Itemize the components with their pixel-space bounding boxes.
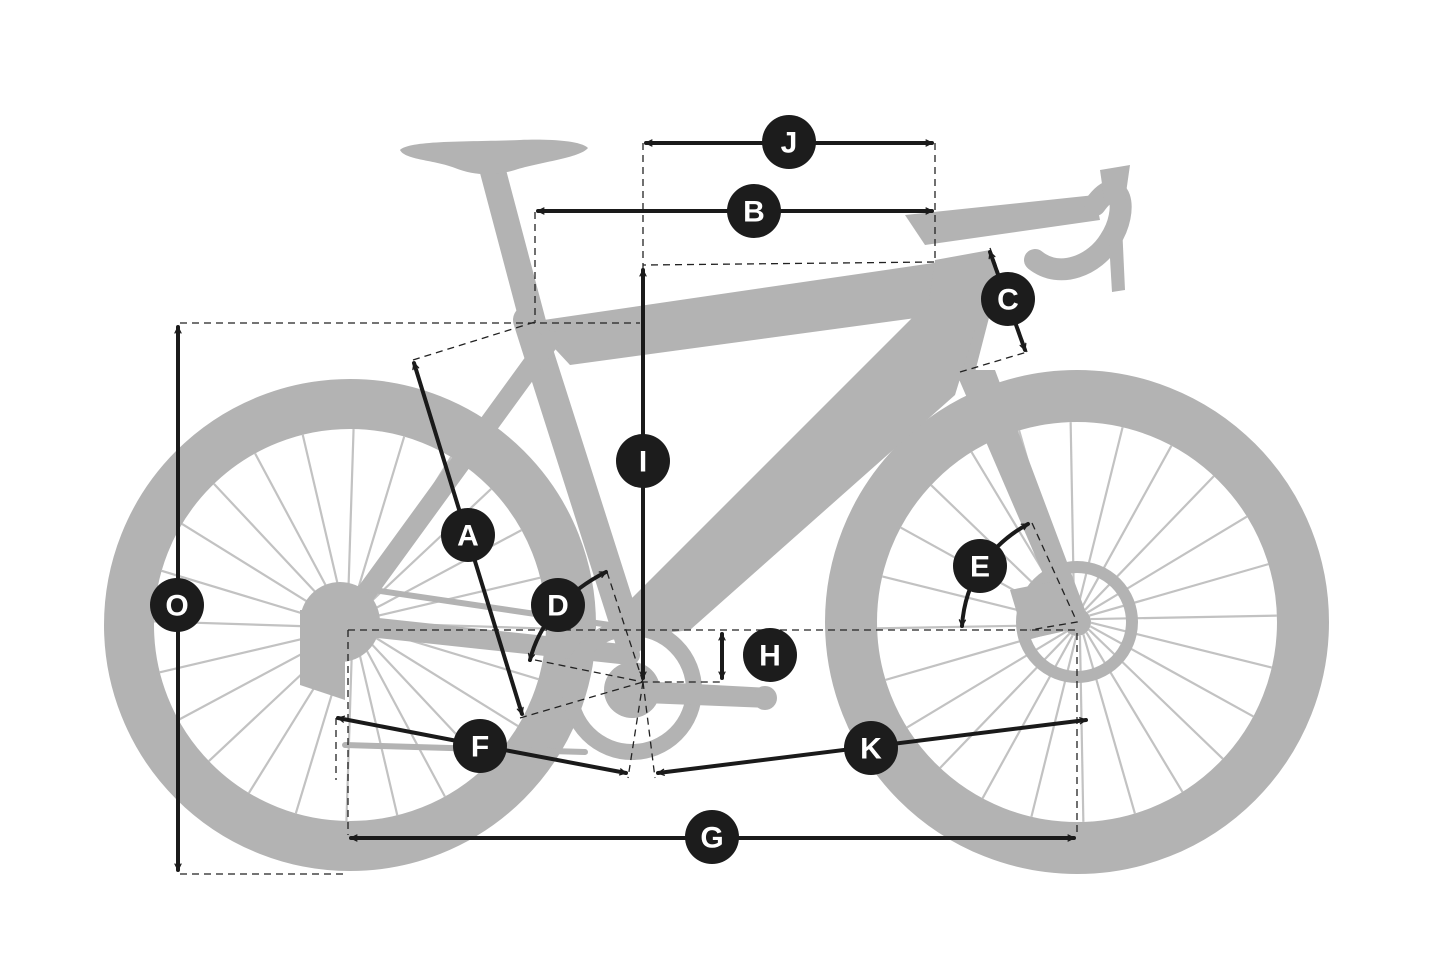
svg-text:G: G bbox=[700, 822, 723, 855]
wheel-spoke bbox=[1090, 621, 1272, 669]
badge-B: B bbox=[727, 184, 781, 238]
badge-O: O bbox=[150, 578, 204, 632]
svg-text:O: O bbox=[165, 590, 188, 623]
wheel-spoke bbox=[981, 634, 1074, 799]
wheel-spoke bbox=[350, 436, 406, 612]
wheel-spoke bbox=[1085, 631, 1184, 793]
dimension-badges: J B C I A E D O H F K G bbox=[150, 115, 1035, 864]
svg-text:C: C bbox=[997, 284, 1019, 317]
svg-text:B: B bbox=[743, 196, 765, 229]
badge-C: C bbox=[981, 272, 1035, 326]
wheel-spoke bbox=[346, 428, 355, 612]
svg-text:D: D bbox=[547, 590, 569, 623]
svg-text:K: K bbox=[860, 733, 882, 766]
badge-G: G bbox=[685, 810, 739, 864]
wheel-spoke bbox=[1069, 422, 1076, 609]
badge-H: H bbox=[743, 628, 797, 682]
dimension-lines bbox=[174, 139, 1088, 872]
badge-E: E bbox=[953, 539, 1007, 593]
wheel-spoke bbox=[1086, 515, 1248, 614]
saddle bbox=[400, 139, 588, 175]
wheel-spoke bbox=[1090, 614, 1277, 621]
svg-text:F: F bbox=[471, 731, 489, 764]
wheel-spoke bbox=[1082, 634, 1136, 814]
badge-J: J bbox=[762, 115, 816, 169]
wheel-spoke bbox=[906, 630, 1068, 729]
bike-silhouette bbox=[104, 139, 1329, 874]
wheel-spoke bbox=[1083, 475, 1215, 612]
badge-D: D bbox=[531, 578, 585, 632]
wheel-spoke bbox=[939, 632, 1071, 769]
badge-K: K bbox=[844, 721, 898, 775]
svg-text:J: J bbox=[781, 127, 798, 160]
wheel-spoke bbox=[1089, 625, 1254, 718]
svg-text:I: I bbox=[639, 446, 647, 479]
wheel-spoke bbox=[1087, 628, 1224, 760]
badge-F: F bbox=[453, 719, 507, 773]
wheel-spoke bbox=[1080, 445, 1173, 610]
svg-text:A: A bbox=[457, 520, 479, 553]
badge-A: A bbox=[441, 508, 495, 562]
badge-I: I bbox=[616, 434, 670, 488]
wheel-spoke bbox=[1089, 563, 1269, 617]
wheel-spoke bbox=[1078, 635, 1085, 822]
wheel-spoke bbox=[345, 638, 354, 822]
svg-text:H: H bbox=[759, 640, 781, 673]
wheel-spoke bbox=[1076, 427, 1124, 609]
svg-text:E: E bbox=[970, 551, 990, 584]
wheel-spoke bbox=[357, 635, 446, 798]
